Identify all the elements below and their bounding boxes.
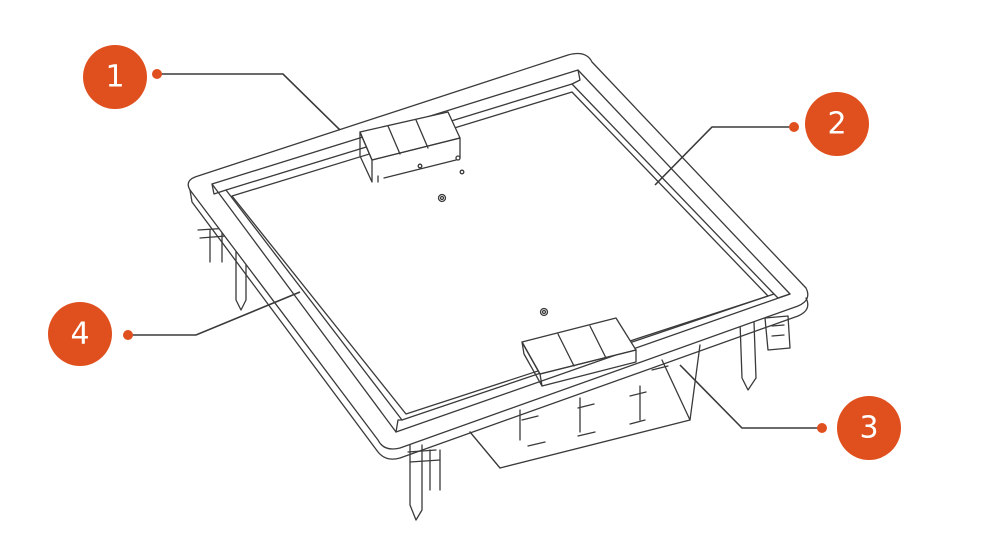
callout-leader-dot xyxy=(817,423,827,433)
bottom-cable-outlet xyxy=(521,317,637,387)
callout-leader-line xyxy=(654,126,794,186)
callout-leader-dot xyxy=(789,122,799,132)
callout-4: 4 xyxy=(48,291,301,366)
callout-leader-line xyxy=(157,73,341,131)
callout-number: 3 xyxy=(859,411,878,446)
callout-badge xyxy=(48,302,112,366)
callout-badge xyxy=(83,45,147,109)
outer-frame xyxy=(187,52,809,450)
callout-badge xyxy=(837,396,901,460)
callout-3: 3 xyxy=(679,364,901,460)
callout-leader-line xyxy=(128,291,301,336)
top-cable-outlet xyxy=(359,111,461,183)
callout-number: 2 xyxy=(827,107,846,142)
callout-badge xyxy=(805,92,869,156)
callout-2: 2 xyxy=(654,92,869,186)
housing-box xyxy=(469,344,701,469)
callout-leader-dot xyxy=(152,69,162,79)
callout-leader-line xyxy=(679,364,822,429)
frame-side-edge xyxy=(189,189,809,460)
callouts: 1 2 3 4 xyxy=(48,45,901,460)
callout-number: 4 xyxy=(70,317,89,352)
callout-leader-dot xyxy=(123,330,133,340)
callout-1: 1 xyxy=(83,45,341,131)
product-line-drawing xyxy=(187,52,809,521)
callout-number: 1 xyxy=(105,60,124,95)
